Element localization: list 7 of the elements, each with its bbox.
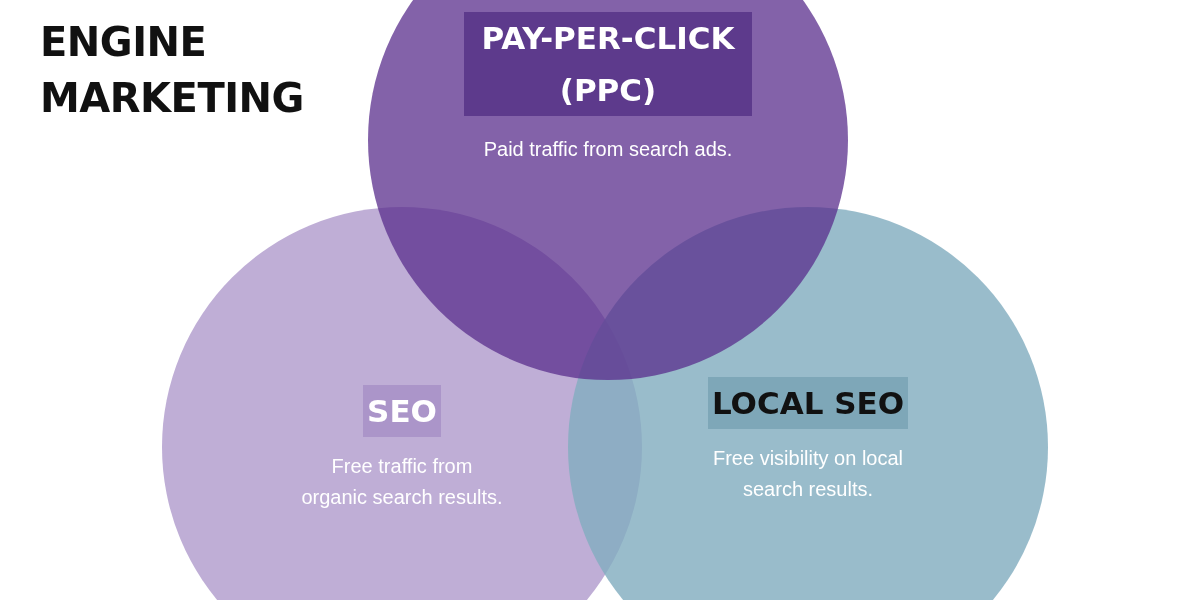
circle-description: Free visibility on local search results.	[711, 446, 905, 502]
circle-description: Paid traffic from search ads.	[483, 137, 733, 162]
circle-heading: PAY-PER-CLICK (PPC)	[464, 12, 752, 116]
circle-heading: LOCAL SEO	[707, 377, 909, 429]
circle-description: Free traffic from organic search results.	[300, 454, 504, 510]
title: ENGINE MARKETING	[40, 18, 305, 123]
circle-heading: SEO	[363, 385, 441, 437]
